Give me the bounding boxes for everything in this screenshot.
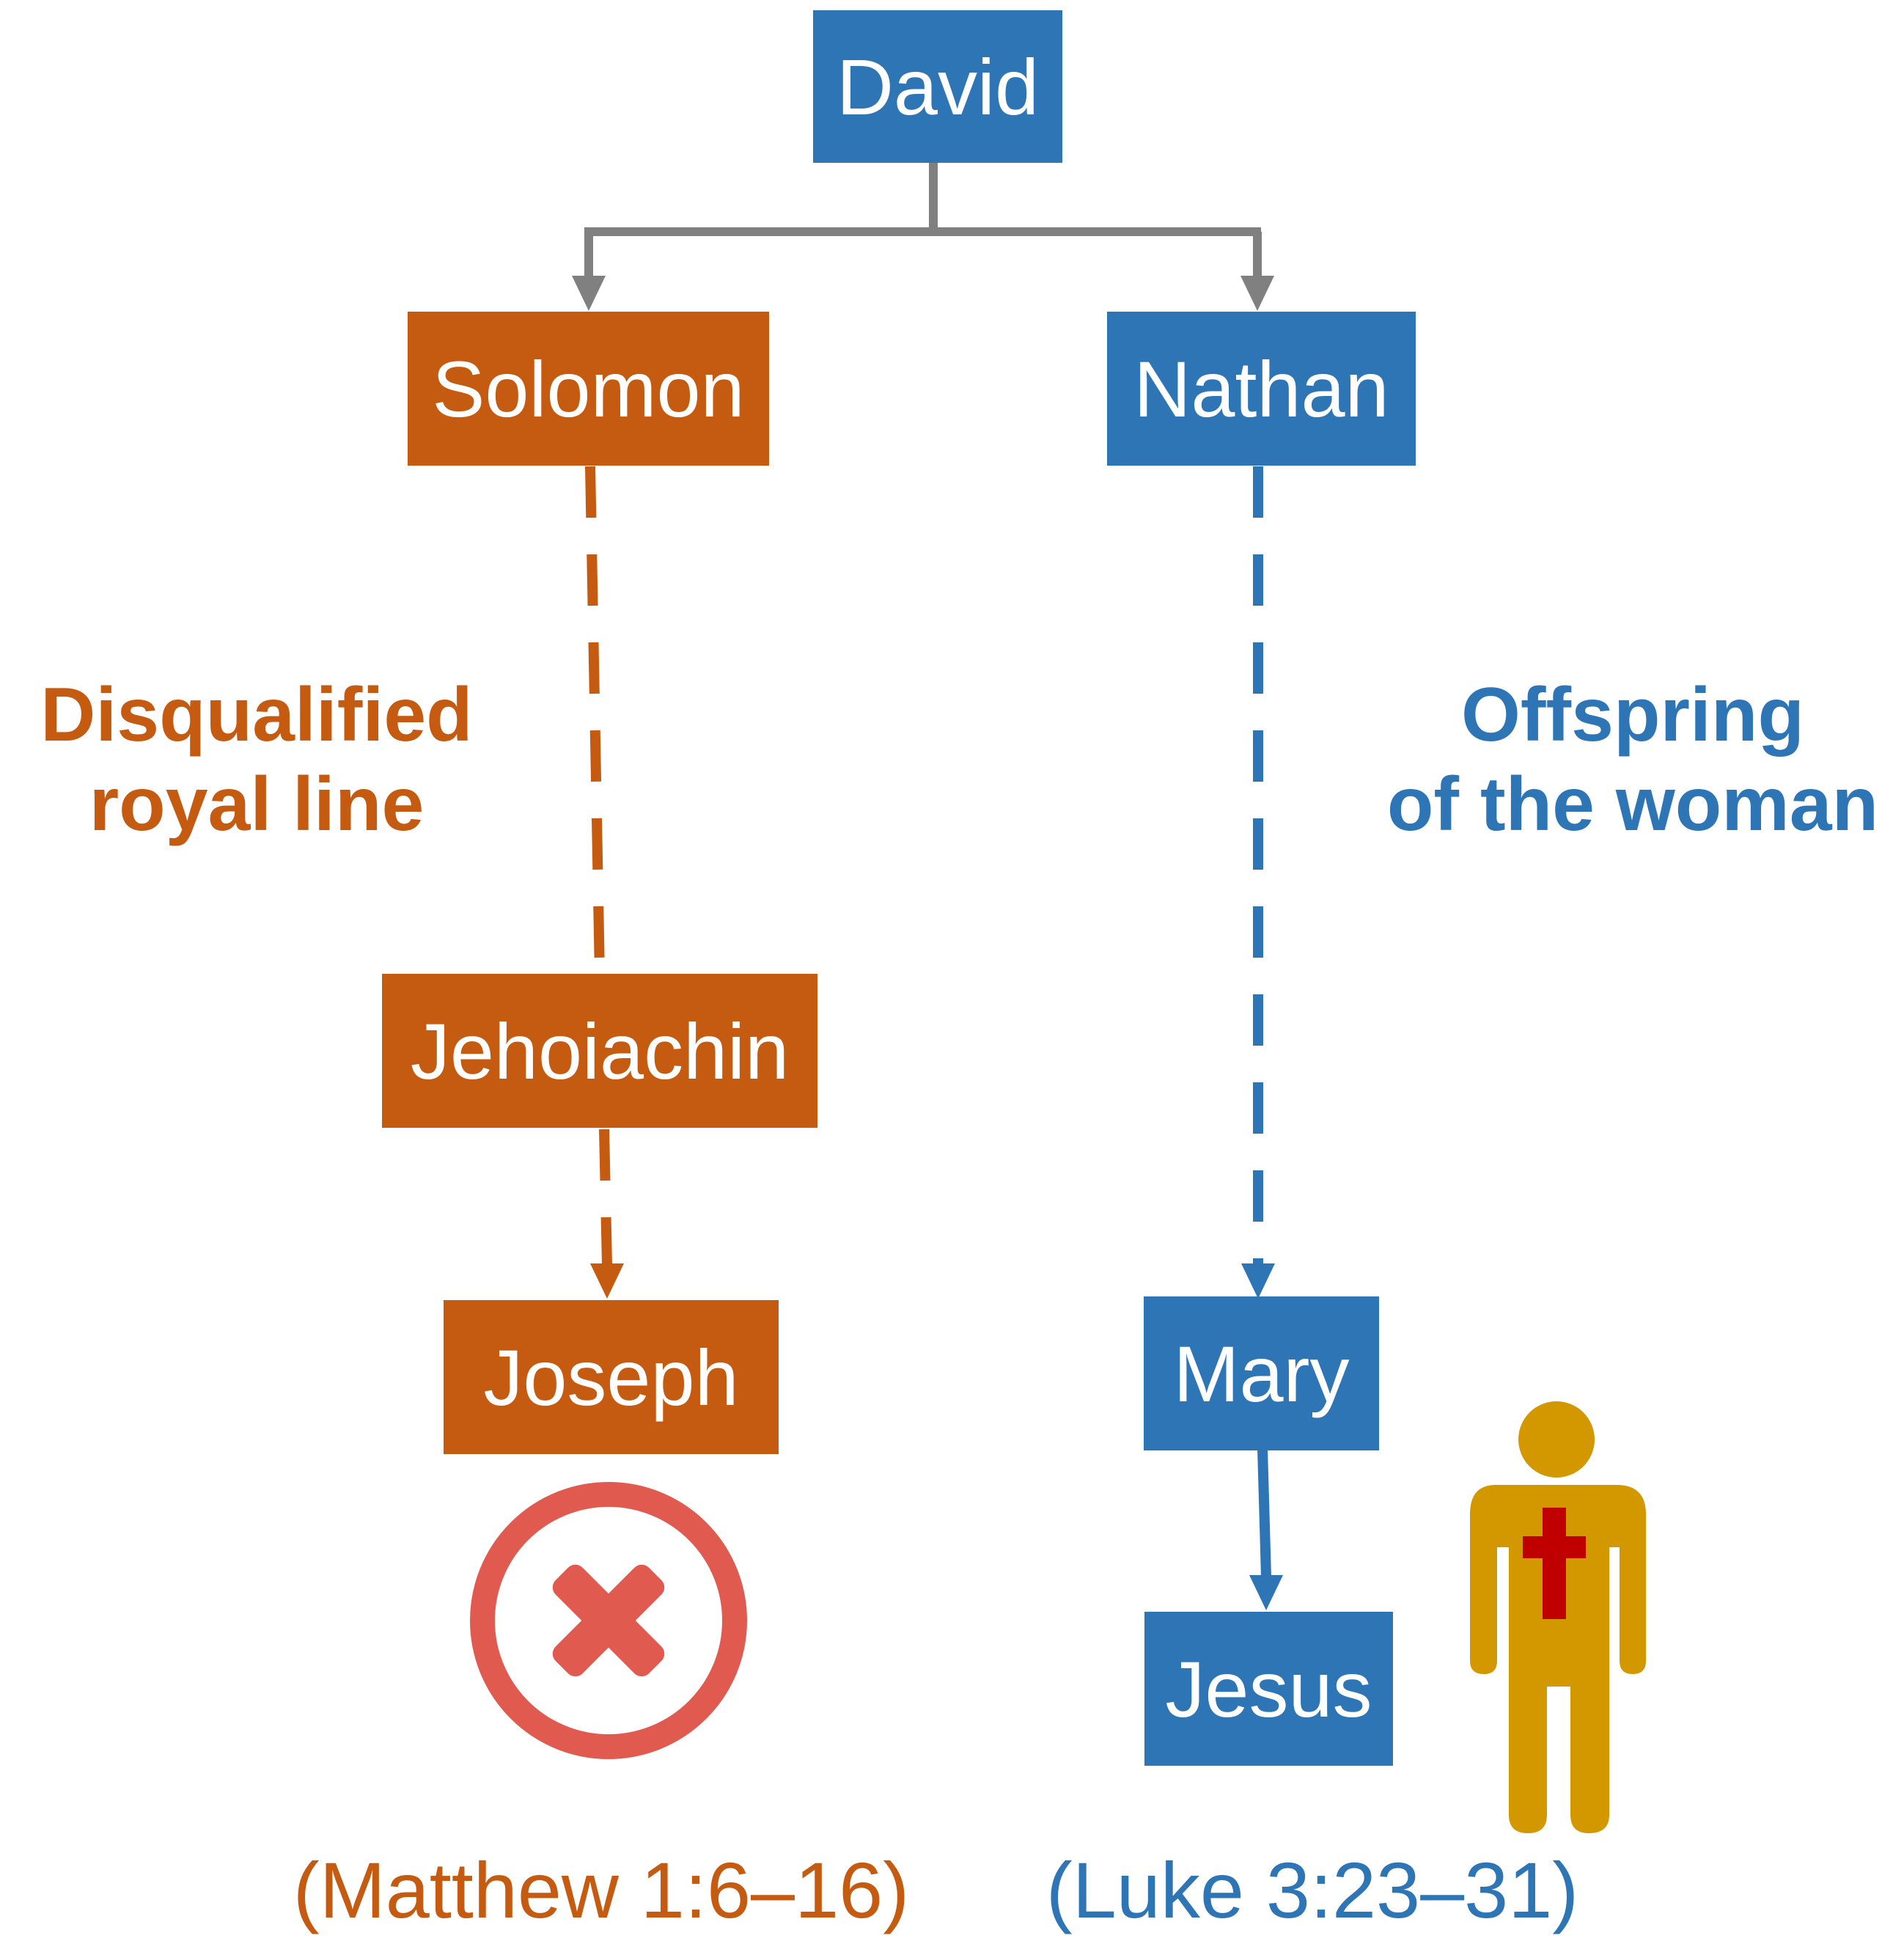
node-jesus-label: Jesus — [1165, 1644, 1372, 1733]
reference-luke: (Luke 3:23–31) — [1045, 1846, 1579, 1934]
mary-jesus-connector — [1257, 1448, 1271, 1577]
node-jehoiachin-label: Jehoiachin — [410, 1006, 790, 1096]
label-right-line2: of the woman — [1386, 762, 1879, 847]
label-disqualified-royal-line: Disqualified royal line — [15, 670, 499, 849]
arrowhead-mary — [1241, 1263, 1275, 1299]
node-nathan: Nathan — [1107, 312, 1416, 466]
arrowhead-nathan — [1240, 276, 1274, 311]
arrowhead-jesus — [1249, 1575, 1283, 1610]
label-right-line1: Offspring — [1461, 672, 1804, 757]
label-left-line2: royal line — [89, 762, 424, 847]
person-with-cross-icon — [1470, 1401, 1646, 1833]
node-joseph: Joseph — [444, 1300, 779, 1454]
node-david: David — [813, 10, 1062, 163]
circled-x-icon — [470, 1482, 747, 1759]
node-jesus: Jesus — [1144, 1612, 1393, 1766]
node-mary: Mary — [1144, 1296, 1379, 1450]
node-solomon: Solomon — [408, 312, 769, 466]
label-offspring-of-woman: Offspring of the woman — [1365, 670, 1900, 849]
node-nathan-label: Nathan — [1133, 344, 1389, 433]
node-jehoiachin: Jehoiachin — [382, 974, 817, 1128]
node-david-label: David — [836, 42, 1040, 131]
label-left-line1: Disqualified — [40, 672, 473, 757]
arrowhead-solomon — [572, 276, 606, 311]
node-joseph-label: Joseph — [483, 1332, 739, 1422]
royal-line-dashed — [585, 466, 612, 1266]
arrowhead-joseph — [590, 1263, 624, 1299]
david-children-connector — [584, 163, 1262, 277]
reference-matthew: (Matthew 1:6–16) — [293, 1846, 910, 1934]
node-solomon-label: Solomon — [432, 344, 745, 433]
node-mary-label: Mary — [1173, 1329, 1350, 1418]
